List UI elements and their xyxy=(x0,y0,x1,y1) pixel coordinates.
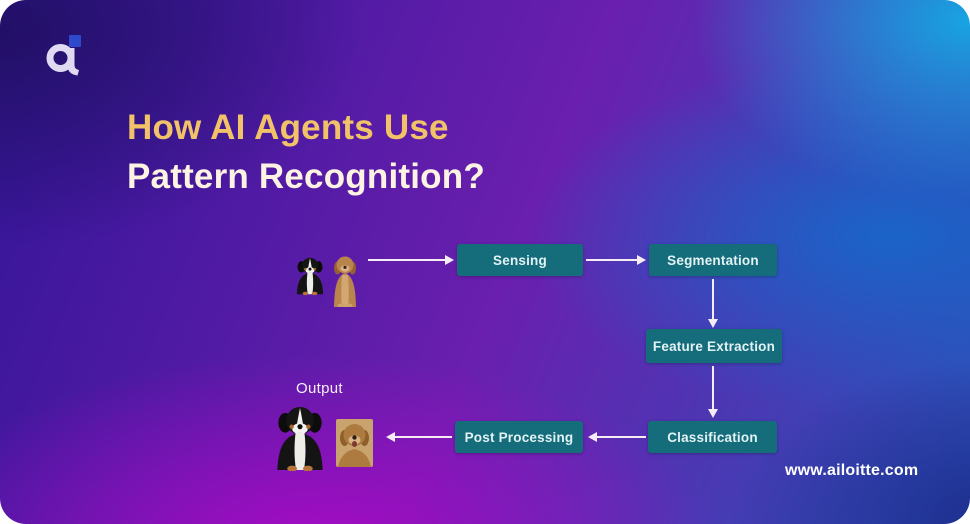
output-bernese-dog-image xyxy=(277,406,323,471)
page-title: How AI Agents Use Pattern Recognition? xyxy=(127,103,485,201)
arrow-segmentation-to-feature-extraction xyxy=(708,279,718,328)
flow-node-classification: Classification xyxy=(648,421,777,453)
arrow-feature-extraction-to-classification xyxy=(708,366,718,418)
output-golden-retriever-image xyxy=(336,419,373,467)
output-label: Output xyxy=(296,380,343,397)
golden-retriever-portrait xyxy=(338,424,371,467)
arrow-sensing-to-segmentation xyxy=(586,255,646,265)
arrow-input-to-sensing xyxy=(368,255,454,265)
flow-node-feature-extraction: Feature Extraction xyxy=(646,329,782,363)
arrow-classification-to-post-processing xyxy=(588,432,646,442)
arrow-post-processing-to-output xyxy=(386,432,452,442)
ailoitte-logo-icon xyxy=(46,35,81,76)
flow-node-segmentation: Segmentation xyxy=(649,244,777,276)
title-line-1: How AI Agents Use xyxy=(127,108,449,147)
flow-node-post-processing: Post Processing xyxy=(455,421,583,453)
input-dogs-image xyxy=(288,242,364,310)
website-url: www.ailoitte.com xyxy=(785,462,919,479)
title-line-2: Pattern Recognition? xyxy=(127,157,485,196)
flow-node-sensing: Sensing xyxy=(457,244,583,276)
bernese-dog-image xyxy=(296,257,324,296)
golden-retriever-image xyxy=(334,256,356,307)
